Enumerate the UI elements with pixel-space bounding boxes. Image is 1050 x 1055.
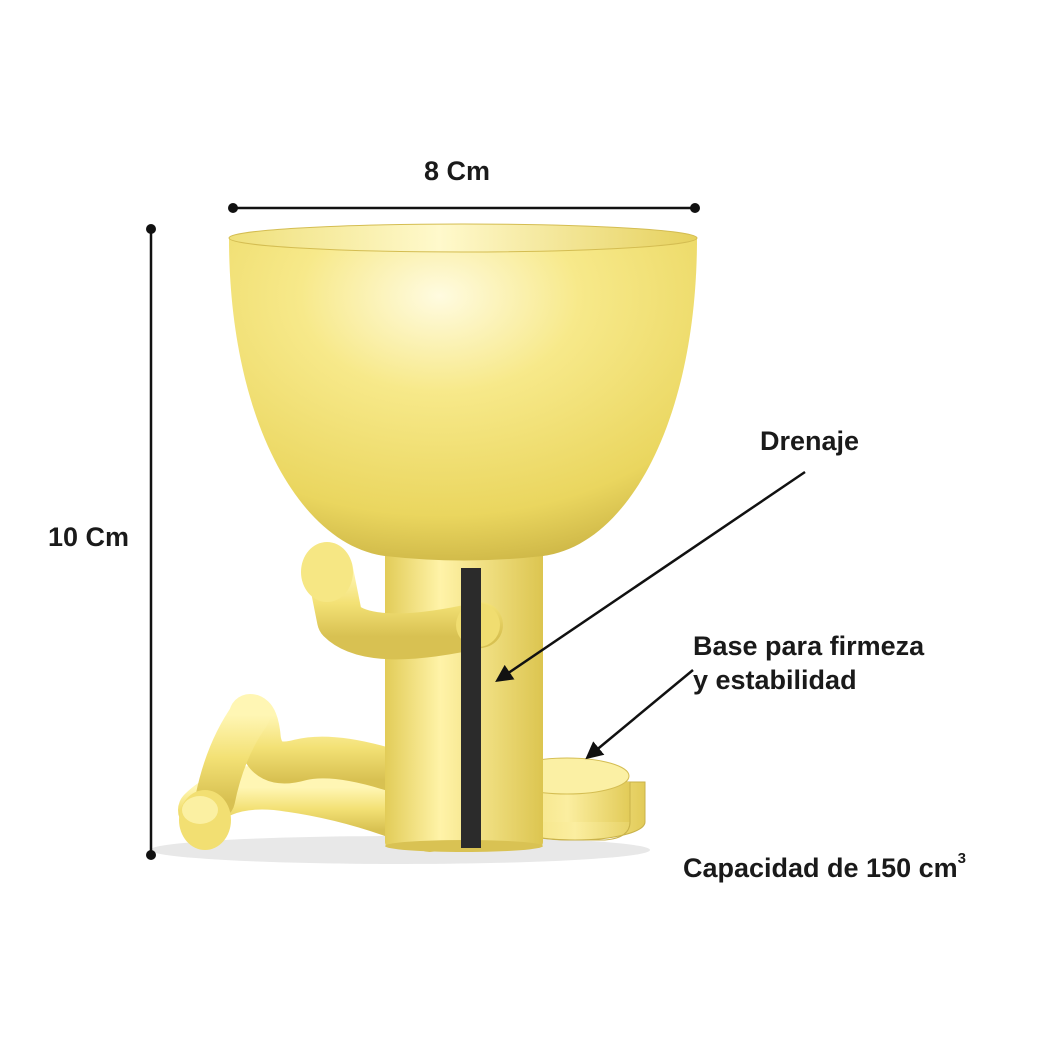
- drainage-arrow: [495, 470, 806, 682]
- height-label: 10 Cm: [48, 522, 130, 552]
- drainage-label: Drenaje: [760, 426, 860, 456]
- capacity-label: Capacidad de 150 cm3: [683, 850, 966, 886]
- capacity-exponent: 3: [957, 850, 966, 867]
- capacity-text: Capacidad de 150 cm: [683, 853, 958, 883]
- width-dimension: [228, 203, 700, 213]
- width-label: 8 Cm: [424, 156, 491, 186]
- base-arrow: [585, 669, 694, 760]
- drainage-stripe: [461, 568, 481, 848]
- base-label-line1: Base para firmeza: [693, 631, 925, 661]
- base-label: Base para firmeza y estabilidad: [693, 630, 924, 698]
- bowl: [228, 223, 698, 561]
- base-label-line2: y estabilidad: [693, 664, 857, 695]
- height-dimension: [146, 224, 156, 860]
